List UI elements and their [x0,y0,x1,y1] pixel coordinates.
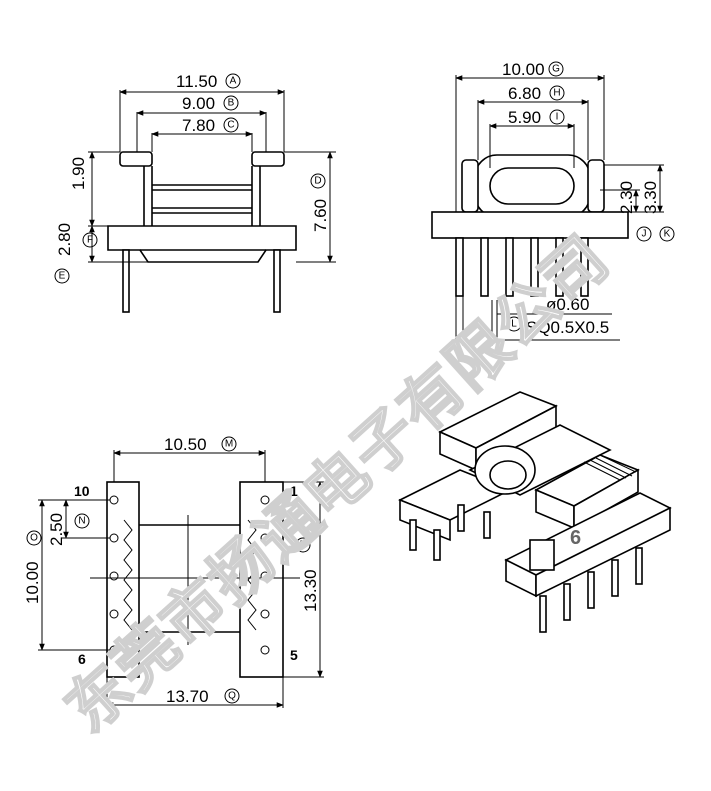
dim-3-30: 3.30 [641,181,660,214]
dim-2-50: 2.50 [47,513,66,546]
dim-6-80: 6.80 [508,84,541,103]
side-view: 11.50 A 9.00 B 7.80 C 7.60 D 1.90 2.80 F… [54,72,336,313]
dim-1-90: 1.90 [69,157,88,190]
ref-o: O [30,533,38,544]
pin-label-1: 1 [290,483,298,499]
end-view: 10.00 G 6.80 H 5.90 I 2.30 3.30 J K ø0.6… [431,60,675,346]
ref-q: Q [228,691,236,702]
dim-13-30: 13.30 [301,569,320,612]
dim-2-30: 2.30 [617,181,636,214]
dim-10-00-end: 10.00 [502,60,545,79]
dim-11-50: 11.50 [176,72,217,91]
bottom-view: 10 1 6 5 10.50 M 2.50 N 10.00 O 13.30 P [23,435,324,708]
pin-label-5: 5 [290,647,298,663]
ref-n: N [78,516,85,527]
iso-view: 6 [398,391,672,633]
dim-sq-pin: SQ0.5X0.5 [526,318,609,337]
ref-h: H [553,88,560,99]
pin-label-10: 10 [74,483,90,499]
dim-7-80: 7.80 [182,116,215,135]
iso-pin-label: 6 [570,527,581,549]
ref-b: B [228,98,235,109]
ref-g: G [552,64,560,75]
dim-2-80: 2.80 [55,223,74,256]
ref-e: E [59,271,66,282]
ref-i: I [556,112,559,123]
dim-5-90: 5.90 [508,108,541,127]
dim-pin-dia: ø0.60 [546,295,589,314]
ref-k: K [664,229,671,240]
dim-13-70: 13.70 [166,687,209,706]
ref-d: D [314,176,321,187]
ref-m: M [225,439,233,450]
pin-label-6: 6 [78,651,86,667]
ref-c: C [227,120,234,131]
ref-f: F [87,235,93,246]
dim-9-00: 9.00 [182,94,215,113]
dim-10-50: 10.50 [164,435,207,454]
ref-p: P [300,540,307,551]
ref-a: A [230,76,237,87]
dim-10-00-bottom: 10.00 [23,561,42,604]
ref-a-marker [225,73,241,89]
ref-l: L [511,319,517,330]
ref-j: J [642,229,647,240]
dim-7-60: 7.60 [311,199,330,232]
